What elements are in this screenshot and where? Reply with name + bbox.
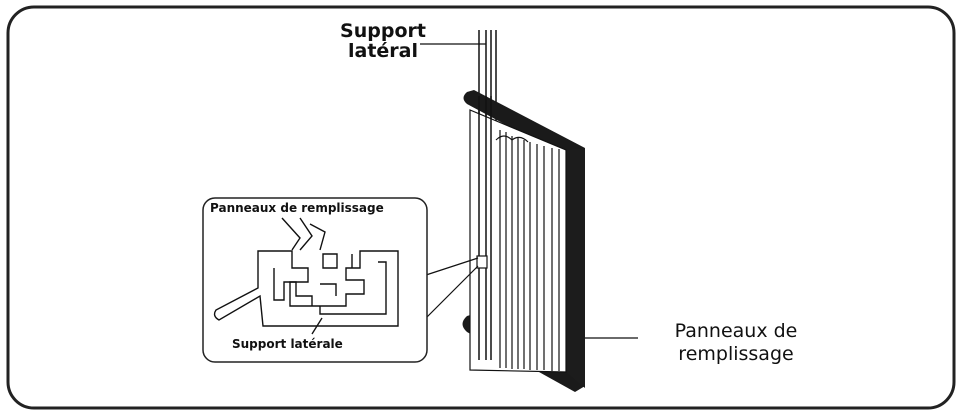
side-support-label-line1: Support [340, 20, 426, 42]
inset-top-label: Panneaux de remplissage [210, 201, 384, 215]
side-support-label-line2: latéral [347, 40, 418, 62]
side-support-rails-front [478, 96, 492, 360]
inset-bottom-label: Support latérale [232, 337, 343, 351]
detail-profile [213, 217, 399, 335]
fill-panels-label-line1: Panneaux de [674, 320, 798, 342]
right-plate [566, 148, 585, 388]
detail-inset-box [202, 197, 428, 363]
top-bar [463, 90, 585, 158]
outer-frame [6, 5, 956, 410]
filler-panels [469, 109, 567, 373]
panel-clip [476, 255, 488, 269]
callout-line-top [425, 257, 479, 276]
callout-line-bottom [425, 265, 479, 319]
fill-panels-label-line2: remplissage [678, 343, 794, 365]
